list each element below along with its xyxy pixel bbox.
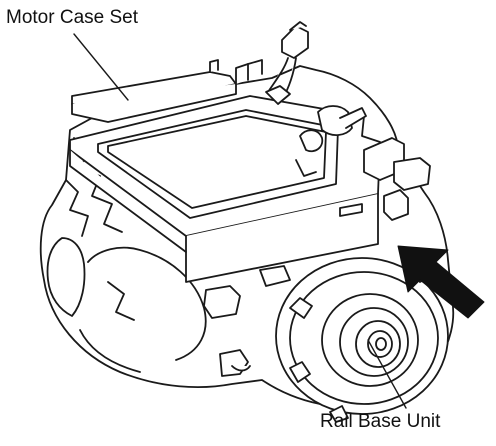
motor-case-set-label: Motor Case Set [6, 7, 138, 28]
motor-case-set [69, 59, 381, 283]
lower-base [203, 265, 291, 377]
rail-base-unit [275, 257, 449, 423]
rail-base-leader [367, 339, 407, 409]
motor-case-leader [73, 33, 129, 101]
insert-direction-arrow [397, 245, 485, 319]
side-mechanism [295, 105, 431, 221]
rail-base-unit-label: Rail Base Unit [320, 411, 441, 432]
connector-wiring [265, 21, 309, 105]
leader-lines [73, 33, 407, 409]
